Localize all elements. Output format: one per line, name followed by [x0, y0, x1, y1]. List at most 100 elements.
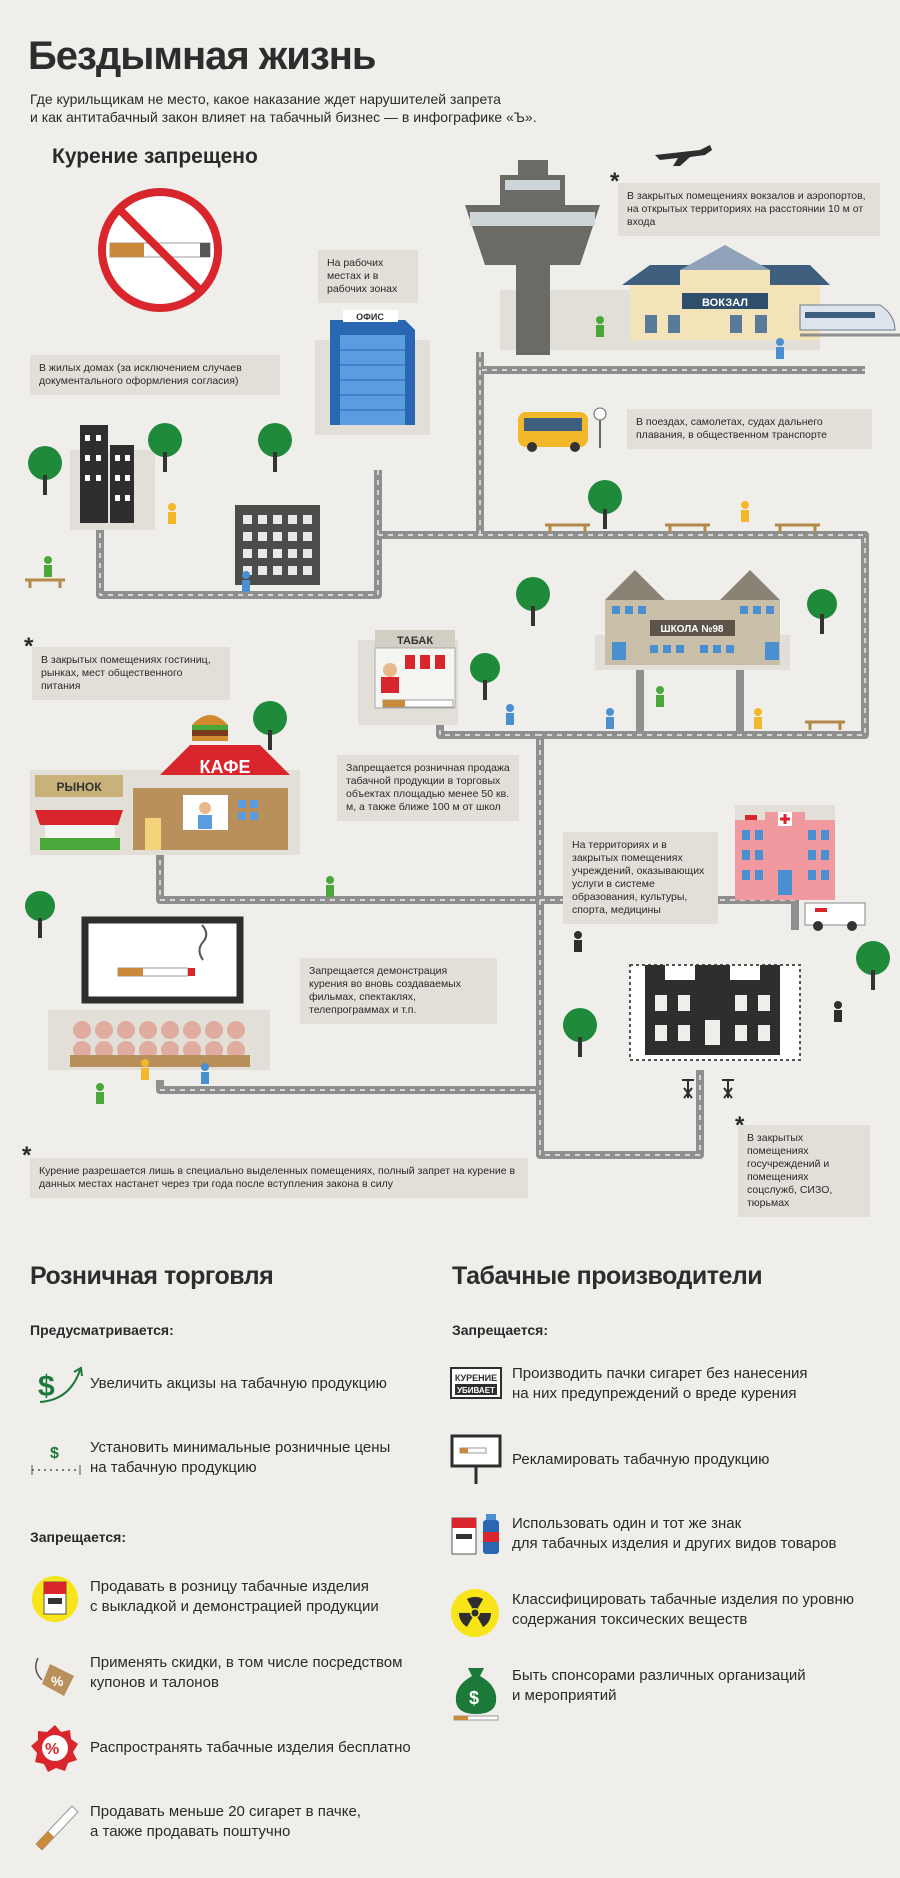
retail-heading: Розничная торговля: [30, 1262, 274, 1290]
market-sign: РЫНОК: [56, 780, 102, 794]
svg-text:$: $: [38, 1370, 55, 1403]
retail-forbidden-text: Продавать в розницу табачные изделия с в…: [90, 1577, 379, 1617]
retail-forbidden-text: Применять скидки, в том числе посредство…: [90, 1653, 402, 1693]
producer-text: Использовать один и тот же знак для таба…: [512, 1514, 837, 1554]
text-line: Быть спонсорами различных организаций: [512, 1667, 806, 1684]
text-line: купонов и талонов: [90, 1674, 219, 1691]
text-line: Использовать один и тот же знак: [512, 1515, 742, 1532]
tobacco-kiosk-icon: ТАБАК: [358, 630, 458, 725]
cafe-building-icon: КАФЕ: [133, 745, 290, 850]
retail-forbidden-item: %: [30, 1723, 80, 1778]
svg-text:$: $: [50, 1445, 59, 1462]
retail-forbidden-item: [30, 1574, 80, 1629]
svg-text:%: %: [51, 1673, 64, 1689]
burger-icon: [192, 715, 228, 741]
text-line: а также продавать поштучно: [90, 1823, 291, 1840]
road-segment: [156, 850, 540, 904]
cafe-sign: КАФЕ: [200, 757, 251, 777]
footnote-star: *: [22, 1142, 32, 1169]
retail-forbidden-item: %: [30, 1650, 80, 1705]
note-institutions: На территориях и в закрытых помещениях у…: [563, 832, 718, 924]
cinema-screen-icon: [48, 916, 270, 1070]
text-line: Рекламировать табачную продукцию: [512, 1451, 770, 1468]
cigarette-icon: [35, 1805, 79, 1851]
same-brand-icon: [451, 1514, 499, 1555]
text-line: Классифицировать табачные изделия по уро…: [512, 1591, 855, 1608]
note-transport: В поездах, самолетах, судах дальнего пла…: [627, 409, 872, 449]
office-sign: ОФИС: [356, 312, 384, 322]
office-building-icon: ОФИС: [315, 310, 430, 435]
svg-text:%: %: [45, 1741, 59, 1758]
money-bag-icon: $: [453, 1668, 499, 1721]
tree-icons: [25, 423, 890, 1057]
note-hotels: В закрытых помещениях гостиниц, рынках, …: [32, 647, 230, 700]
note-stations: В закрытых помещениях вокзалов и аэропор…: [618, 183, 880, 236]
tobacco-kiosk-sign: ТАБАК: [397, 635, 433, 647]
retail-forbidden-text: Распространять табачные изделия бесплатн…: [90, 1738, 411, 1758]
text-line: Увеличить акцизы на табачную продукцию: [90, 1375, 387, 1392]
footnote-star: *: [24, 633, 34, 660]
dollar-up-icon: $: [38, 1366, 83, 1403]
producer-text: Классифицировать табачные изделия по уро…: [512, 1590, 854, 1630]
producer-text: Быть спонсорами различных организаций и …: [512, 1666, 806, 1706]
train-icon: [799, 304, 900, 337]
city-map-illustration: ВОКЗАЛ ОФИС: [25, 145, 900, 1159]
bench-icons: [25, 523, 845, 730]
bus-icon: [518, 407, 607, 452]
note-government: В закрытых помещениях госучреждений и по…: [738, 1125, 870, 1217]
producer-item: КУРЕНИЕ УБИВАЕТ: [450, 1367, 502, 1406]
text-line: для табачных изделия и других видов това…: [512, 1535, 837, 1552]
retail-provide-item: $: [30, 1362, 86, 1411]
text-line: Производить пачки сигарет без нанесения: [512, 1365, 808, 1382]
residential-buildings-icon: [70, 425, 320, 585]
producer-text: Производить пачки сигарет без нанесения …: [512, 1364, 808, 1404]
note-footnote: Курение разрешается лишь в специально вы…: [30, 1158, 528, 1198]
road-segment: [156, 1080, 540, 1094]
radiation-icon: [451, 1589, 499, 1637]
prison-building-icon: [629, 964, 801, 1099]
page-subtitle: Где курильщикам не место, какое наказани…: [30, 90, 550, 126]
producer-item: $: [450, 1662, 506, 1727]
warning-label-bottom: УБИВАЕТ: [457, 1386, 495, 1395]
discount-tag-icon: %: [35, 1657, 74, 1696]
text-line: с выкладкой и демонстрацией продукции: [90, 1598, 379, 1615]
ambulance-icon: [804, 902, 866, 931]
retail-forbidden-label: Запрещается:: [30, 1529, 127, 1545]
text-line: Применять скидки, в том числе посредство…: [90, 1654, 403, 1671]
warning-label-top: КУРЕНИЕ: [455, 1373, 497, 1383]
text-line: и мероприятий: [512, 1687, 617, 1704]
text-line: Распространять табачные изделия бесплатн…: [90, 1739, 411, 1756]
billboard-icon: [450, 1434, 502, 1484]
map-heading: Курение запрещено: [52, 145, 258, 168]
hospital-building-icon: [735, 805, 835, 900]
retail-provides-label: Предусматривается:: [30, 1322, 174, 1338]
railway-station-icon: ВОКЗАЛ: [622, 245, 830, 340]
free-badge-icon: %: [31, 1725, 78, 1772]
station-sign: ВОКЗАЛ: [702, 297, 748, 309]
pedestrian-icons: [44, 316, 842, 1104]
producer-item: [450, 1588, 500, 1643]
note-workplaces: На рабочих местах и в рабочих зонах: [318, 250, 418, 303]
school-sign: ШКОЛА №98: [661, 624, 724, 635]
note-retail: Запрещается розничная продажа табачной п…: [337, 755, 519, 821]
producers-heading: Табачные производители: [452, 1262, 763, 1290]
retail-forbidden-text: Продавать меньше 20 сигарет в пачке, а т…: [90, 1802, 361, 1842]
subtitle-line-1: Где курильщикам не место, какое наказани…: [30, 91, 501, 107]
text-line: Установить минимальные розничные цены: [90, 1439, 391, 1456]
retail-provide-text: Установить минимальные розничные цены на…: [90, 1438, 390, 1478]
retail-provide-item: $: [30, 1438, 86, 1487]
producer-text: Рекламировать табачную продукцию: [512, 1450, 769, 1470]
retail-forbidden-item: [30, 1800, 80, 1855]
school-building-icon: ШКОЛА №98: [595, 570, 790, 670]
cigarette-pack-display-icon: [32, 1576, 78, 1622]
producer-item: [450, 1432, 502, 1489]
note-films: Запрещается демонстрация курения во внов…: [300, 958, 497, 1024]
text-line: на них предупреждений о вреде курения: [512, 1385, 797, 1402]
page-title: Бездымная жизнь: [28, 34, 376, 78]
footnote-star: *: [610, 168, 620, 195]
text-line: Продавать меньше 20 сигарет в пачке,: [90, 1803, 361, 1820]
svg-text:$: $: [469, 1688, 479, 1708]
warning-label-icon: КУРЕНИЕ УБИВАЕТ: [450, 1367, 502, 1399]
no-smoking-icon: [98, 188, 222, 312]
producer-item: [450, 1512, 502, 1563]
